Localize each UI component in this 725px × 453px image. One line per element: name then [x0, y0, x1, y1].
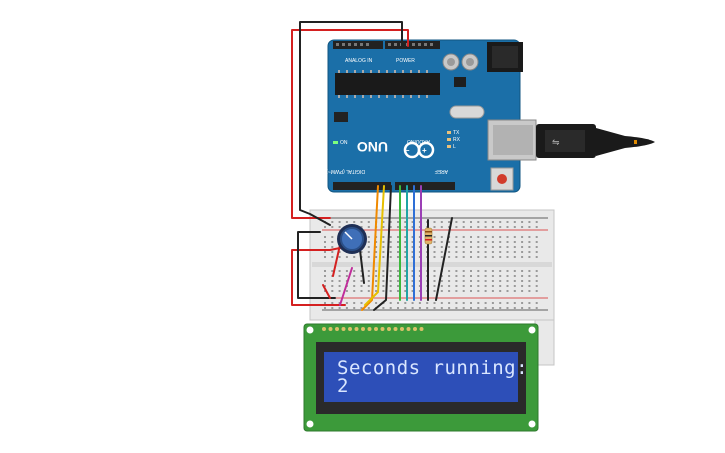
tx-led — [447, 131, 451, 134]
breadboard-holes — [324, 221, 538, 309]
wire-yellow[interactable] — [364, 185, 385, 306]
wire-black-right[interactable] — [435, 217, 453, 301]
uno-label: UNO — [357, 139, 388, 155]
wire-black-d[interactable] — [373, 185, 392, 311]
wire-pot-red[interactable] — [332, 244, 341, 277]
arduino-brand: ARDUINO — [407, 138, 430, 144]
wire-black-loop[interactable] — [297, 231, 336, 299]
lcd-pin-header — [322, 327, 424, 331]
wire-gnd-black[interactable] — [299, 21, 403, 226]
potentiometer[interactable] — [337, 224, 367, 254]
wire-red-short[interactable] — [322, 284, 331, 299]
lcd-mount-hole-bl — [306, 420, 314, 428]
usb-cable[interactable]: ⇋ — [536, 124, 655, 158]
svg-text:L: L — [453, 144, 456, 150]
l-led — [447, 145, 451, 148]
wire-pot-wiper-magenta[interactable] — [339, 267, 353, 306]
power-label: POWER — [396, 58, 415, 64]
svg-text:+: + — [422, 146, 427, 155]
on-label: ON — [340, 140, 348, 146]
lcd-module[interactable]: Seconds running: 2 — [303, 323, 539, 432]
wire-pot-black[interactable] — [359, 249, 365, 284]
digital-header-right — [395, 182, 455, 190]
digital-label: DIGITAL (PWM~) — [326, 168, 365, 174]
center-channel — [312, 262, 552, 267]
usb-icon: ⇋ — [552, 138, 560, 148]
svg-text:TX: TX — [453, 130, 460, 136]
lcd-screen — [324, 352, 518, 402]
pot-indicator — [344, 231, 353, 240]
wire-orange[interactable] — [361, 185, 379, 311]
svg-text:–: – — [405, 146, 410, 155]
crystal — [449, 105, 485, 119]
atmega-chip — [335, 73, 440, 95]
arduino-logo: – + — [403, 141, 435, 159]
lcd-line-1: Seconds running: — [337, 357, 528, 379]
aref-label: AREF — [435, 168, 448, 174]
analog-in-label: ANALOG IN — [345, 58, 373, 64]
wire-5v-red[interactable] — [291, 29, 409, 219]
regulator — [454, 77, 466, 87]
analog-header-left — [333, 41, 383, 49]
wire-red-loop[interactable] — [291, 245, 351, 306]
lcd-line-2: 2 — [337, 375, 349, 397]
digital-header-left — [333, 182, 391, 190]
lcd-mount-hole-tl — [306, 326, 314, 334]
svg-text:RX: RX — [453, 137, 461, 143]
rx-led — [447, 138, 451, 141]
lcd-mount-hole-br — [528, 420, 536, 428]
icsp-header — [334, 112, 348, 122]
resistor[interactable] — [424, 227, 433, 245]
on-led — [333, 141, 338, 144]
arduino-board[interactable]: ANALOG IN POWER – — [326, 39, 537, 193]
reset-button-cap[interactable] — [497, 174, 507, 184]
wires — [291, 21, 453, 311]
lcd-mount-hole-tr — [528, 326, 536, 334]
